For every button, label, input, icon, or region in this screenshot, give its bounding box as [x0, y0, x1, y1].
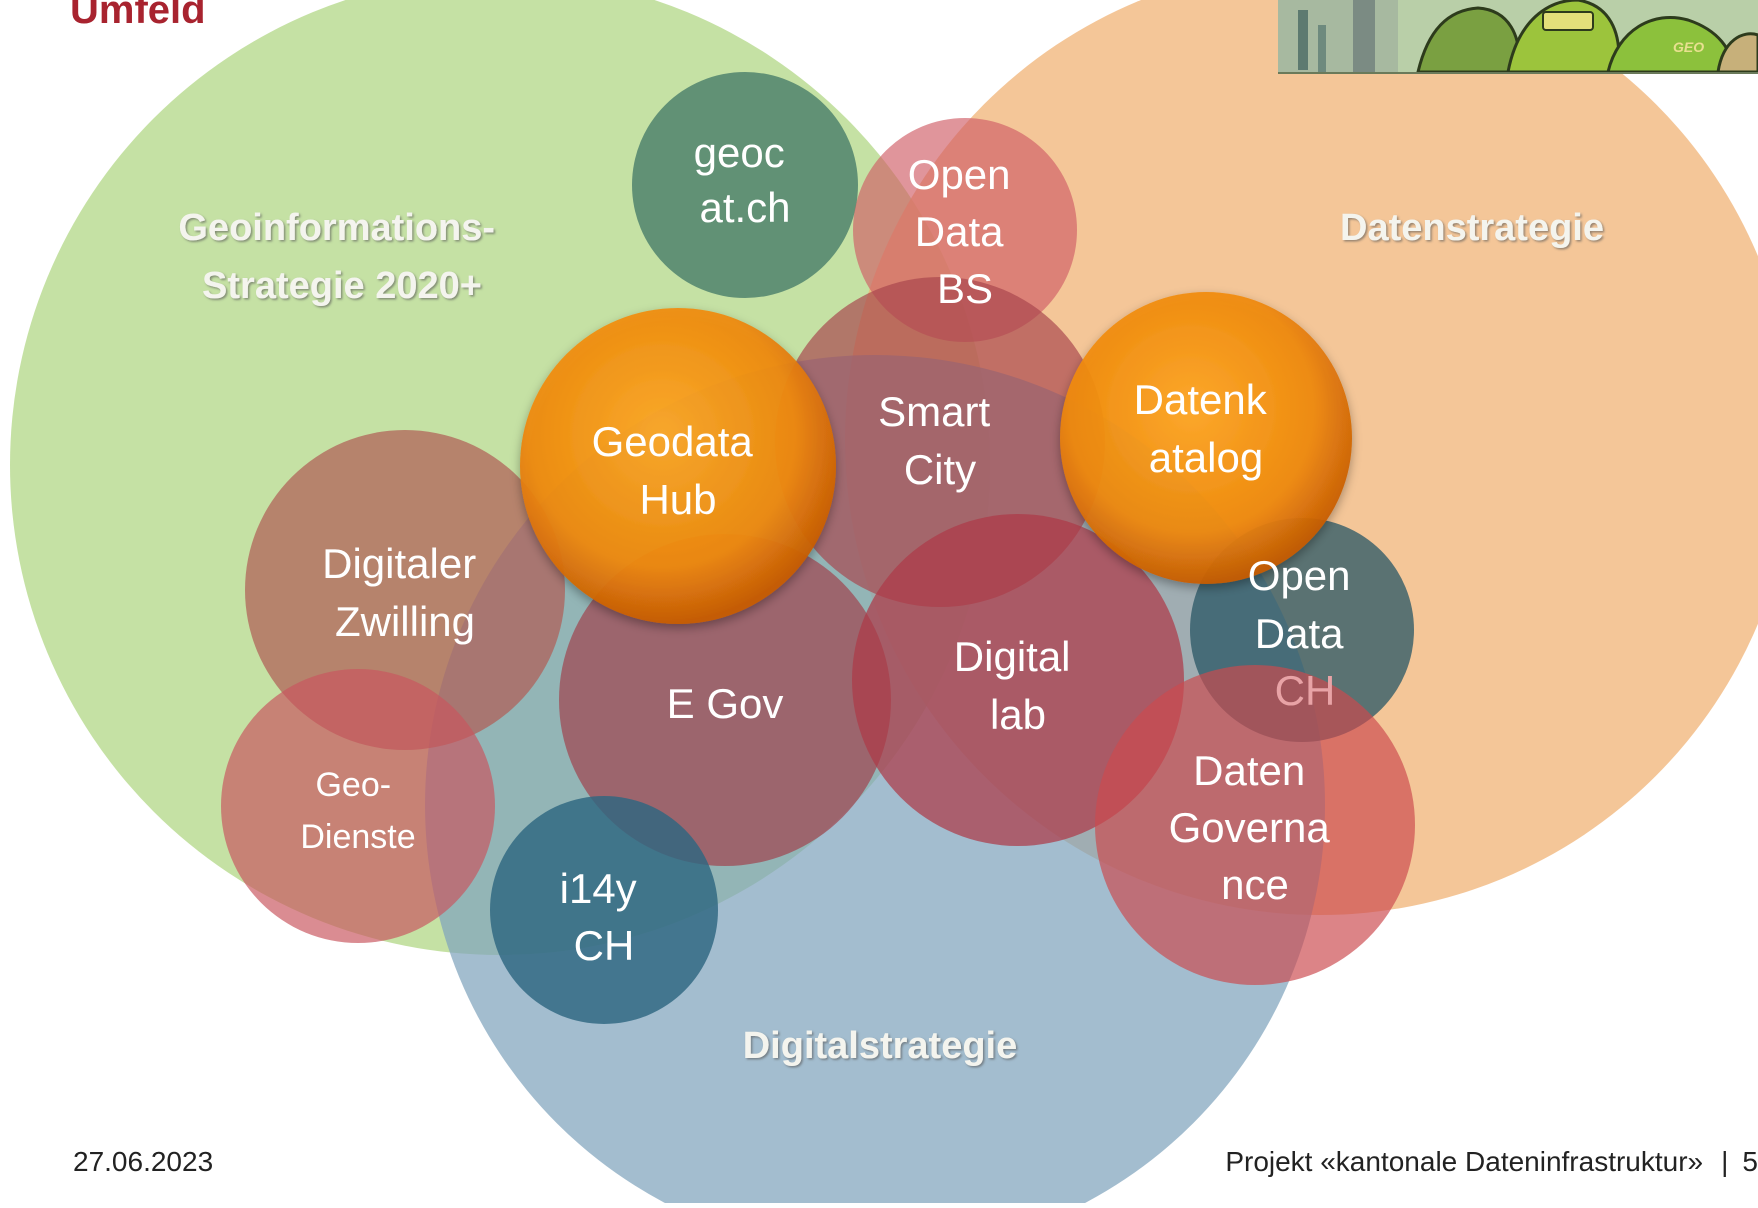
open-data-bs-line-2: Data — [915, 208, 1004, 255]
digital-lab-label: Digital lab — [954, 633, 1082, 738]
i14y-ch-line-2: CH — [574, 922, 635, 969]
daten-governance-line-1: Daten — [1193, 747, 1305, 794]
digital-lab-circle — [852, 514, 1184, 846]
digitaler-zwilling-line-2: Zwilling — [335, 598, 475, 645]
footer-separator: | — [1721, 1146, 1729, 1177]
page-number: 5 — [1742, 1146, 1758, 1177]
geoinformation-strategy-line-2: Strategie 2020+ — [202, 265, 482, 307]
i14y-ch-label: i14y CH — [560, 865, 649, 969]
daten-governance-circle — [1095, 665, 1415, 985]
comic-geo-lettering: GEO — [1673, 39, 1704, 55]
footer-project: Projekt «kantonale Dateninfrastruktur» — [1225, 1146, 1704, 1177]
digitalstrategie-label: Digitalstrategie — [743, 1025, 1018, 1067]
geocat-line-2: at.ch — [699, 184, 790, 231]
datenstrategie-label: Datenstrategie — [1340, 207, 1604, 249]
geo-dienste-line-1: Geo- — [315, 766, 391, 804]
daten-governance-label: Daten Governa nce — [1169, 747, 1342, 908]
geodata-hub-line-1: Geodata — [592, 418, 754, 465]
i14y-ch-line-1: i14y — [560, 865, 637, 912]
geocat-label: geoc at.ch — [694, 129, 797, 231]
e-gov-line-1: E Gov — [667, 680, 784, 727]
digitaler-zwilling-line-1: Digitaler — [322, 540, 476, 587]
geo-dienste-label: Geo- Dienste — [300, 766, 415, 856]
open-data-ch-line-3: CH — [1275, 667, 1336, 714]
comic-illustration-art: GEO — [1278, 0, 1758, 72]
geodata-hub-line-2: Hub — [639, 476, 716, 523]
geoinformation-strategy-label: Geoinformations- Strategie 2020+ — [178, 207, 505, 307]
i14y-ch-circle — [490, 796, 718, 1024]
comic-illustration: GEO — [1278, 0, 1758, 74]
datenkatalog-circle — [1060, 292, 1352, 584]
e-gov-label: E Gov — [667, 680, 784, 727]
open-data-bs-label: Open Data BS — [908, 151, 1022, 312]
digitalstrategie-line-1: Digitalstrategie — [743, 1025, 1018, 1067]
smart-city-line-2: City — [904, 446, 976, 493]
datenstrategie-line-1: Datenstrategie — [1340, 207, 1604, 249]
datenkatalog-line-1: Datenk — [1134, 376, 1268, 423]
geoinformation-strategy-line-1: Geoinformations- — [178, 207, 495, 249]
open-data-bs-line-1: Open — [908, 151, 1011, 198]
geodata-hub-circle — [520, 308, 836, 624]
geocat-line-1: geoc — [694, 129, 785, 176]
smart-city-line-1: Smart — [878, 388, 990, 435]
open-data-ch-label: Open Data CH — [1248, 552, 1362, 714]
geodata-hub-label: Geodata Hub — [592, 418, 765, 523]
digitaler-zwilling-circle — [245, 430, 565, 750]
page-title: Umfeld — [70, 0, 206, 32]
open-data-ch-line-2: Data — [1255, 610, 1344, 657]
datenkatalog-label: Datenk atalog — [1134, 376, 1279, 481]
geo-dienste-line-2: Dienste — [300, 818, 415, 856]
open-data-ch-line-1: Open — [1248, 552, 1351, 599]
footer-date: 27.06.2023 — [73, 1146, 214, 1177]
smart-city-label: Smart City — [878, 388, 1002, 493]
open-data-bs-line-3: BS — [937, 265, 993, 312]
footer-right: Projekt «kantonale Dateninfrastruktur» | 5 — [1225, 1146, 1758, 1178]
datenkatalog-line-2: atalog — [1149, 434, 1263, 481]
geocat-circle — [632, 72, 858, 298]
geo-dienste-circle — [221, 669, 495, 943]
daten-governance-line-2: Governa — [1169, 804, 1331, 851]
daten-governance-line-3: nce — [1221, 861, 1289, 908]
digitaler-zwilling-label: Digitaler Zwilling — [322, 540, 488, 645]
digital-lab-line-2: lab — [990, 691, 1046, 738]
digital-lab-line-1: Digital — [954, 633, 1071, 680]
